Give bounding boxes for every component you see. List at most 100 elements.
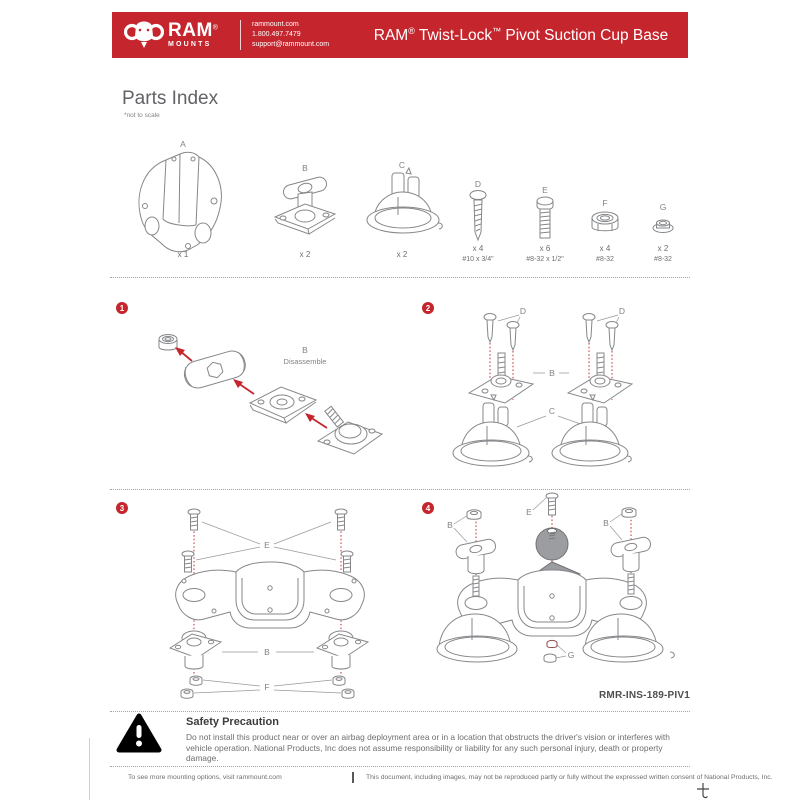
warning-triangle-icon [116, 713, 162, 753]
title-part: RAM [373, 27, 409, 45]
step2-d-label-left: D [520, 306, 526, 316]
step3-bracket-a [175, 561, 365, 629]
part-c-qty: x 2 [397, 250, 408, 259]
step3-f-label: F [264, 682, 269, 692]
step4-e-label: E [526, 507, 532, 517]
footer-mounting-options-text: To see more mounting options, visit ramm… [128, 774, 282, 781]
step-1-diagram: B Disassemble [158, 334, 384, 455]
parts-index-heading: Parts Index [122, 88, 219, 109]
brand-name: RAM [168, 19, 213, 41]
part-e-spec: #8-32 x 1/2" [526, 256, 564, 263]
step4-knob-right [610, 536, 652, 573]
dotted-separator [110, 277, 690, 278]
step3-base-left [168, 630, 223, 670]
step4-g-label: G [568, 650, 575, 660]
step3-e-label: E [264, 540, 270, 550]
knob-drawing [183, 350, 246, 389]
contact-email: support@rammount.com [252, 41, 330, 48]
safety-body-text: Do not install this product near or over… [186, 732, 670, 764]
brand-registered-mark: ® [212, 24, 218, 32]
title-part: Twist-Lock [414, 27, 493, 45]
part-f-drawing [591, 211, 619, 232]
step4-b-label-left: B [447, 520, 453, 530]
step2-d-label-right: D [619, 306, 625, 316]
brand-sub: MOUNTS [168, 40, 212, 48]
document-title: RAM® Twist-Lock™ Pivot Suction Cup Base [362, 26, 680, 45]
footer-copyright-text: This document, including images, may not… [366, 774, 773, 781]
part-b-qty: x 2 [300, 250, 311, 259]
step4-b-label-right: B [603, 518, 609, 528]
step2-assembly-right [551, 313, 634, 467]
part-b-label: B [302, 163, 308, 173]
part-a-drawing [138, 151, 222, 253]
step3-b-label: B [264, 647, 270, 657]
header-bar: RAM® MOUNTS rammount.com 1.800.497.7479 … [112, 12, 688, 58]
step4-top-nuts [466, 507, 637, 520]
not-to-scale-note: *not to scale [124, 112, 160, 119]
part-g-drawing [652, 219, 674, 233]
header-divider [240, 20, 241, 50]
contact-phone: 1.800.497.7479 [252, 31, 301, 38]
step-3-diagram: E A B F [168, 508, 370, 699]
title-registered-mark: ® [408, 26, 415, 36]
part-g-spec: #8-32 [654, 256, 672, 263]
parts-index-diagram: A x 1 B x 2 C [138, 139, 674, 263]
part-e-qty: x 6 [540, 244, 551, 253]
part-d-spec: #10 x 3/4" [462, 256, 494, 263]
part-c-drawing [366, 166, 443, 234]
step-3-badge: 3 [116, 502, 128, 514]
ram-head-icon [124, 21, 164, 48]
step3-bolts [181, 508, 354, 573]
page-edge-line [89, 738, 90, 800]
step4-studs [472, 573, 635, 597]
title-part: Pivot Suction Cup Base [501, 27, 669, 45]
ram-mounts-logo: RAM® MOUNTS [124, 17, 218, 51]
part-g-qty: x 2 [658, 244, 669, 253]
part-f-label: F [602, 198, 607, 208]
step-1-badge: 1 [116, 302, 128, 314]
part-d-label: D [475, 179, 481, 189]
part-a-label: A [180, 139, 186, 149]
nut-drawing [158, 334, 178, 351]
part-b-drawing [273, 176, 337, 235]
part-d-qty: x 4 [473, 244, 484, 253]
part-c-label: C [399, 160, 405, 170]
step1-action-label: Disassemble [284, 357, 327, 366]
step4-cup-left [436, 613, 518, 663]
step2-c-label: C [549, 406, 555, 416]
step4-bolt-e [545, 492, 559, 516]
safety-heading: Safety Precaution [186, 716, 279, 728]
title-trademark: ™ [492, 26, 502, 36]
dotted-separator [110, 711, 690, 712]
step3-nuts [180, 675, 355, 699]
document-code: RMR-INS-189-PIV1 [599, 690, 690, 701]
step1-part-label: B [302, 345, 308, 355]
part-f-spec: #8-32 [596, 256, 614, 263]
part-a-qty: x 1 [178, 250, 189, 259]
footer-divider [352, 772, 354, 783]
part-e-label: E [542, 185, 548, 195]
part-f-qty: x 4 [600, 244, 611, 253]
step2-assembly-left [452, 313, 535, 467]
dotted-separator [110, 766, 690, 767]
part-g-label: G [660, 202, 667, 212]
contact-block: rammount.com 1.800.497.7479 support@ramm… [252, 20, 329, 50]
plate-drawing [248, 386, 318, 424]
step4-g-nuts [543, 639, 558, 663]
stud-base-drawing [316, 405, 384, 455]
step-2-badge: 2 [422, 302, 434, 314]
step4-cup-right [582, 613, 675, 663]
step-4-badge: 4 [422, 502, 434, 514]
step-2-diagram: D D B C [452, 306, 634, 467]
part-e-drawing [536, 196, 554, 239]
step2-b-label: B [549, 368, 555, 378]
step3-base-right [315, 630, 370, 670]
brand-text: RAM® MOUNTS [168, 21, 218, 48]
step4-knob-left [455, 538, 497, 575]
part-d-drawing [469, 190, 487, 242]
dotted-separator [110, 489, 690, 490]
contact-website: rammount.com [252, 21, 299, 28]
step-4-diagram: E B B G [436, 492, 675, 663]
step4-bracket-a [457, 569, 647, 637]
